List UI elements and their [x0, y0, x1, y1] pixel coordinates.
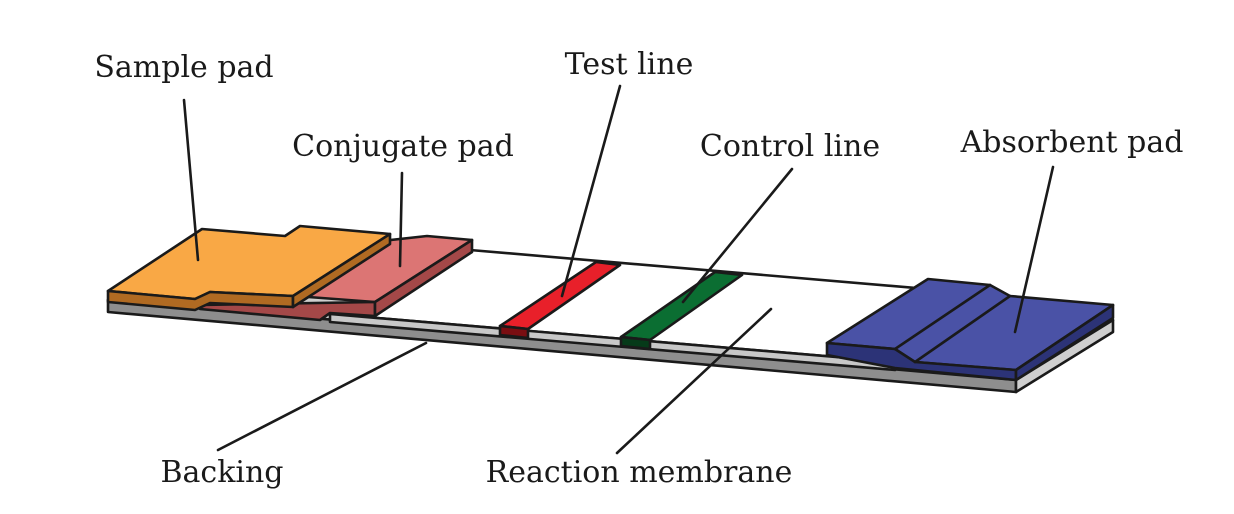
test-line-leader [560, 84, 622, 298]
sample-pad-right-face [291, 232, 392, 309]
test-line-label: Test line [565, 47, 694, 82]
absorbent-pad-label: Absorbent pad [960, 125, 1184, 160]
backing-label: Backing [160, 455, 283, 490]
conjugate-pad-right-face [373, 238, 474, 318]
membrane-front-face [328, 312, 897, 372]
absorbent-pad [825, 277, 1115, 382]
absorbent-pad-leader [1013, 165, 1055, 334]
conjugate-pad-leader [398, 171, 404, 268]
control-line-label: Control line [700, 129, 880, 164]
labels: Sample pad Conjugate pad Test line Contr… [94, 47, 1183, 490]
control-line [619, 270, 744, 351]
test-line [498, 260, 622, 340]
absorbent-pad-ridge-2 [913, 294, 1012, 364]
control-line-front [619, 335, 652, 351]
sample-pad-label: Sample pad [94, 50, 273, 85]
absorbent-pad-ridge [893, 283, 992, 351]
reaction-membrane-leader [615, 307, 773, 455]
backing-leader [216, 341, 428, 452]
control-line-leader [681, 167, 794, 304]
absorbent-pad-right-face [1014, 303, 1115, 382]
leader-lines [182, 84, 1055, 455]
sample-pad-leader [182, 98, 200, 262]
reaction-membrane-label: Reaction membrane [486, 455, 793, 490]
test-line-front [498, 324, 530, 340]
conjugate-pad-label: Conjugate pad [292, 129, 514, 164]
sample-pad [106, 224, 392, 312]
